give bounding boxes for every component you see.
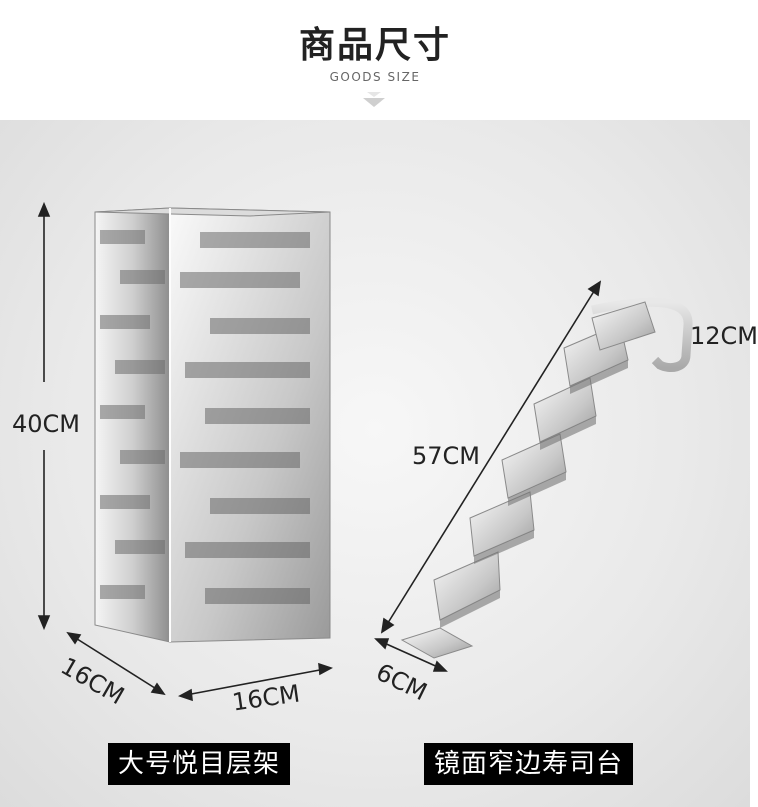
product-illustration [37, 201, 693, 702]
tower-rack [94, 207, 331, 643]
tower-height-label: 40CM [12, 410, 81, 438]
product-stage: 40CM 16CM 16CM 57CM 12CM 6CM 大号悦目层架 镜面窄边… [0, 120, 758, 807]
stand-length-label: 57CM [412, 442, 481, 470]
tower-caption: 大号悦目层架 [108, 743, 291, 785]
stand-dimension-lines [374, 280, 602, 672]
chevron-down-icon [363, 92, 385, 107]
section-subtitle: GOODS SIZE [329, 70, 421, 84]
tower-dimension-lines [37, 201, 333, 702]
stand-caption: 镜面窄边寿司台 [424, 743, 634, 785]
section-title: 商品尺寸 [298, 25, 451, 66]
page-header: 商品尺寸 GOODS SIZE [0, 0, 750, 120]
stand-height-label: 12CM [690, 322, 758, 350]
stepped-stand [400, 297, 693, 659]
